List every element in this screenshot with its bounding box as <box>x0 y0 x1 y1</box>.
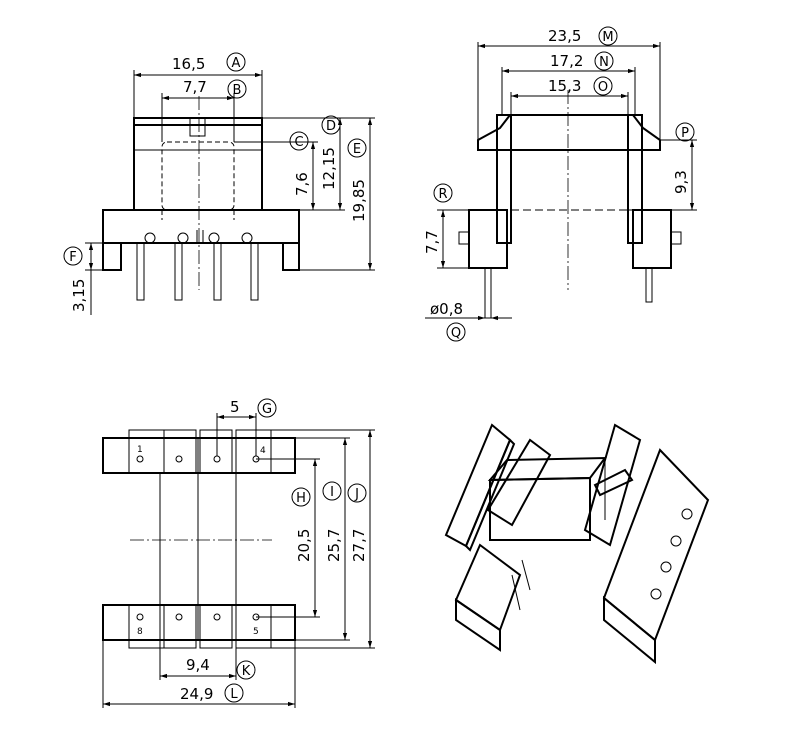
tag-k: K <box>242 664 251 679</box>
tag-h: H <box>296 491 306 506</box>
dim-b-value: 7,7 <box>183 78 207 96</box>
tag-l: L <box>230 687 238 702</box>
tag-c: C <box>294 135 303 150</box>
tag-d: D <box>326 119 336 134</box>
dim-c-value: 7,6 <box>293 172 311 196</box>
dim-j-value: 27,7 <box>350 529 368 562</box>
dim-f-value: 3,15 <box>70 279 88 312</box>
front-view: 16,5 A 7,7 B 7,6 12,15 19,85 C D E 3,15 <box>63 52 375 315</box>
tag-e: E <box>353 142 361 157</box>
pin-8-label: 8 <box>137 627 143 637</box>
pin-5-label: 5 <box>253 627 259 637</box>
tag-q: Q <box>451 326 461 341</box>
pin-1-label: 1 <box>137 445 143 455</box>
side-view: 23,5 M 17,2 N 15,3 O 9,3 P 7,7 R <box>423 26 697 342</box>
tag-n: N <box>599 55 609 70</box>
dim-n-value: 17,2 <box>550 52 583 70</box>
tag-r: R <box>438 187 447 202</box>
dim-l-value: 24,9 <box>180 685 213 703</box>
tag-b: B <box>233 83 242 98</box>
dim-e-value: 19,85 <box>350 179 368 222</box>
isometric-view <box>444 423 710 665</box>
tag-f: F <box>69 250 76 265</box>
tag-i: I <box>330 485 334 500</box>
dim-a-value: 16,5 <box>172 55 205 73</box>
dim-m-value: 23,5 <box>548 27 581 45</box>
dim-h-value: 20,5 <box>295 529 313 562</box>
pin-4-label: 4 <box>260 446 266 456</box>
dim-q-value: ø0,8 <box>430 300 463 318</box>
dim-r-value: 7,7 <box>423 230 441 254</box>
dim-p-value: 9,3 <box>672 170 690 194</box>
bottom-view: 1 4 8 5 5 G 20,5 25,7 27,7 H I J 9,4 <box>102 398 375 708</box>
dim-i-value: 25,7 <box>325 529 343 562</box>
tag-m: M <box>602 30 613 45</box>
dim-k-value: 9,4 <box>186 656 210 674</box>
dim-o-value: 15,3 <box>548 77 581 95</box>
tag-o: O <box>598 80 608 95</box>
tag-p: P <box>681 126 689 141</box>
tag-j: J <box>354 487 359 502</box>
dim-d-value: 12,15 <box>320 147 338 190</box>
dim-g-value: 5 <box>230 398 240 416</box>
tag-g: G <box>262 402 272 417</box>
tag-a: A <box>232 56 241 71</box>
